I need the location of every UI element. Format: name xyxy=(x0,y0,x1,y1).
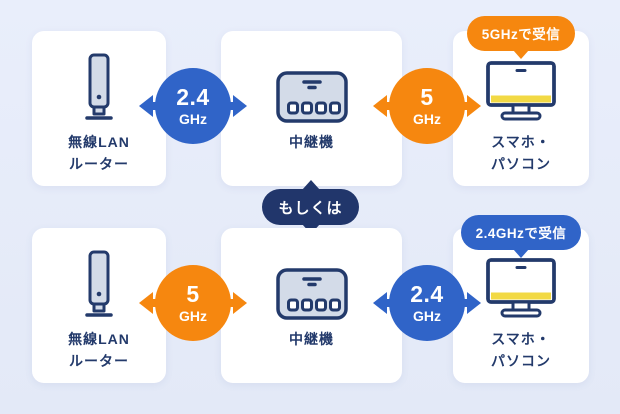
repeater-label: 中継機 xyxy=(289,134,334,150)
repeater-device-link: 2.4 GHz xyxy=(373,261,481,345)
frequency-value: 5 xyxy=(420,84,434,110)
repeater-card: 中継機 xyxy=(221,31,402,186)
arrow-right-icon xyxy=(467,292,481,314)
repeater-card: 中継機 xyxy=(221,228,402,383)
repeater-label: 中継機 xyxy=(289,331,334,347)
device-label: スマホ・ パソコン xyxy=(491,331,551,369)
reception-badge: 5GHzで受信 xyxy=(466,16,576,59)
arrow-left-icon xyxy=(373,95,387,117)
arrow-right-icon xyxy=(233,95,247,117)
frequency-value: 2.4 xyxy=(176,84,210,110)
repeater-icon xyxy=(275,250,348,320)
reception-badge-label: 5GHzで受信 xyxy=(481,27,561,42)
arrow-left-icon xyxy=(139,292,153,314)
frequency-circle: 5 GHz xyxy=(155,265,231,341)
router-label: 無線LAN ルーター xyxy=(68,134,130,172)
arrow-left-icon xyxy=(373,292,387,314)
arrow-left-icon xyxy=(139,95,153,117)
frequency-unit: GHz xyxy=(179,308,207,324)
frequency-unit: GHz xyxy=(413,111,441,127)
or-divider: もしくは xyxy=(262,180,359,234)
router-icon xyxy=(77,53,121,123)
router-icon xyxy=(77,250,121,320)
arrow-right-icon xyxy=(467,95,481,117)
frequency-value: 5 xyxy=(186,281,200,307)
frequency-circle: 2.4 GHz xyxy=(155,68,231,144)
reception-badge-wrap: 5GHzで受信 xyxy=(453,16,589,59)
reception-badge: 2.4GHzで受信 xyxy=(460,215,582,258)
reception-badge-wrap: 2.4GHzで受信 xyxy=(453,215,589,258)
router-repeater-link: 5 GHz xyxy=(139,261,247,345)
frequency-unit: GHz xyxy=(413,308,441,324)
monitor-icon xyxy=(486,53,556,123)
repeater-icon xyxy=(275,53,348,123)
reception-badge-label: 2.4GHzで受信 xyxy=(475,226,567,241)
frequency-value: 2.4 xyxy=(410,281,444,307)
repeater-device-link: 5 GHz xyxy=(373,64,481,148)
router-label: 無線LAN ルーター xyxy=(68,331,130,369)
router-repeater-link: 2.4 GHz xyxy=(139,64,247,148)
arrow-right-icon xyxy=(233,292,247,314)
frequency-unit: GHz xyxy=(179,111,207,127)
or-divider-label: もしくは xyxy=(278,199,343,217)
device-label: スマホ・ パソコン xyxy=(491,134,551,172)
frequency-circle: 2.4 GHz xyxy=(389,265,465,341)
monitor-icon xyxy=(486,250,556,320)
frequency-circle: 5 GHz xyxy=(389,68,465,144)
